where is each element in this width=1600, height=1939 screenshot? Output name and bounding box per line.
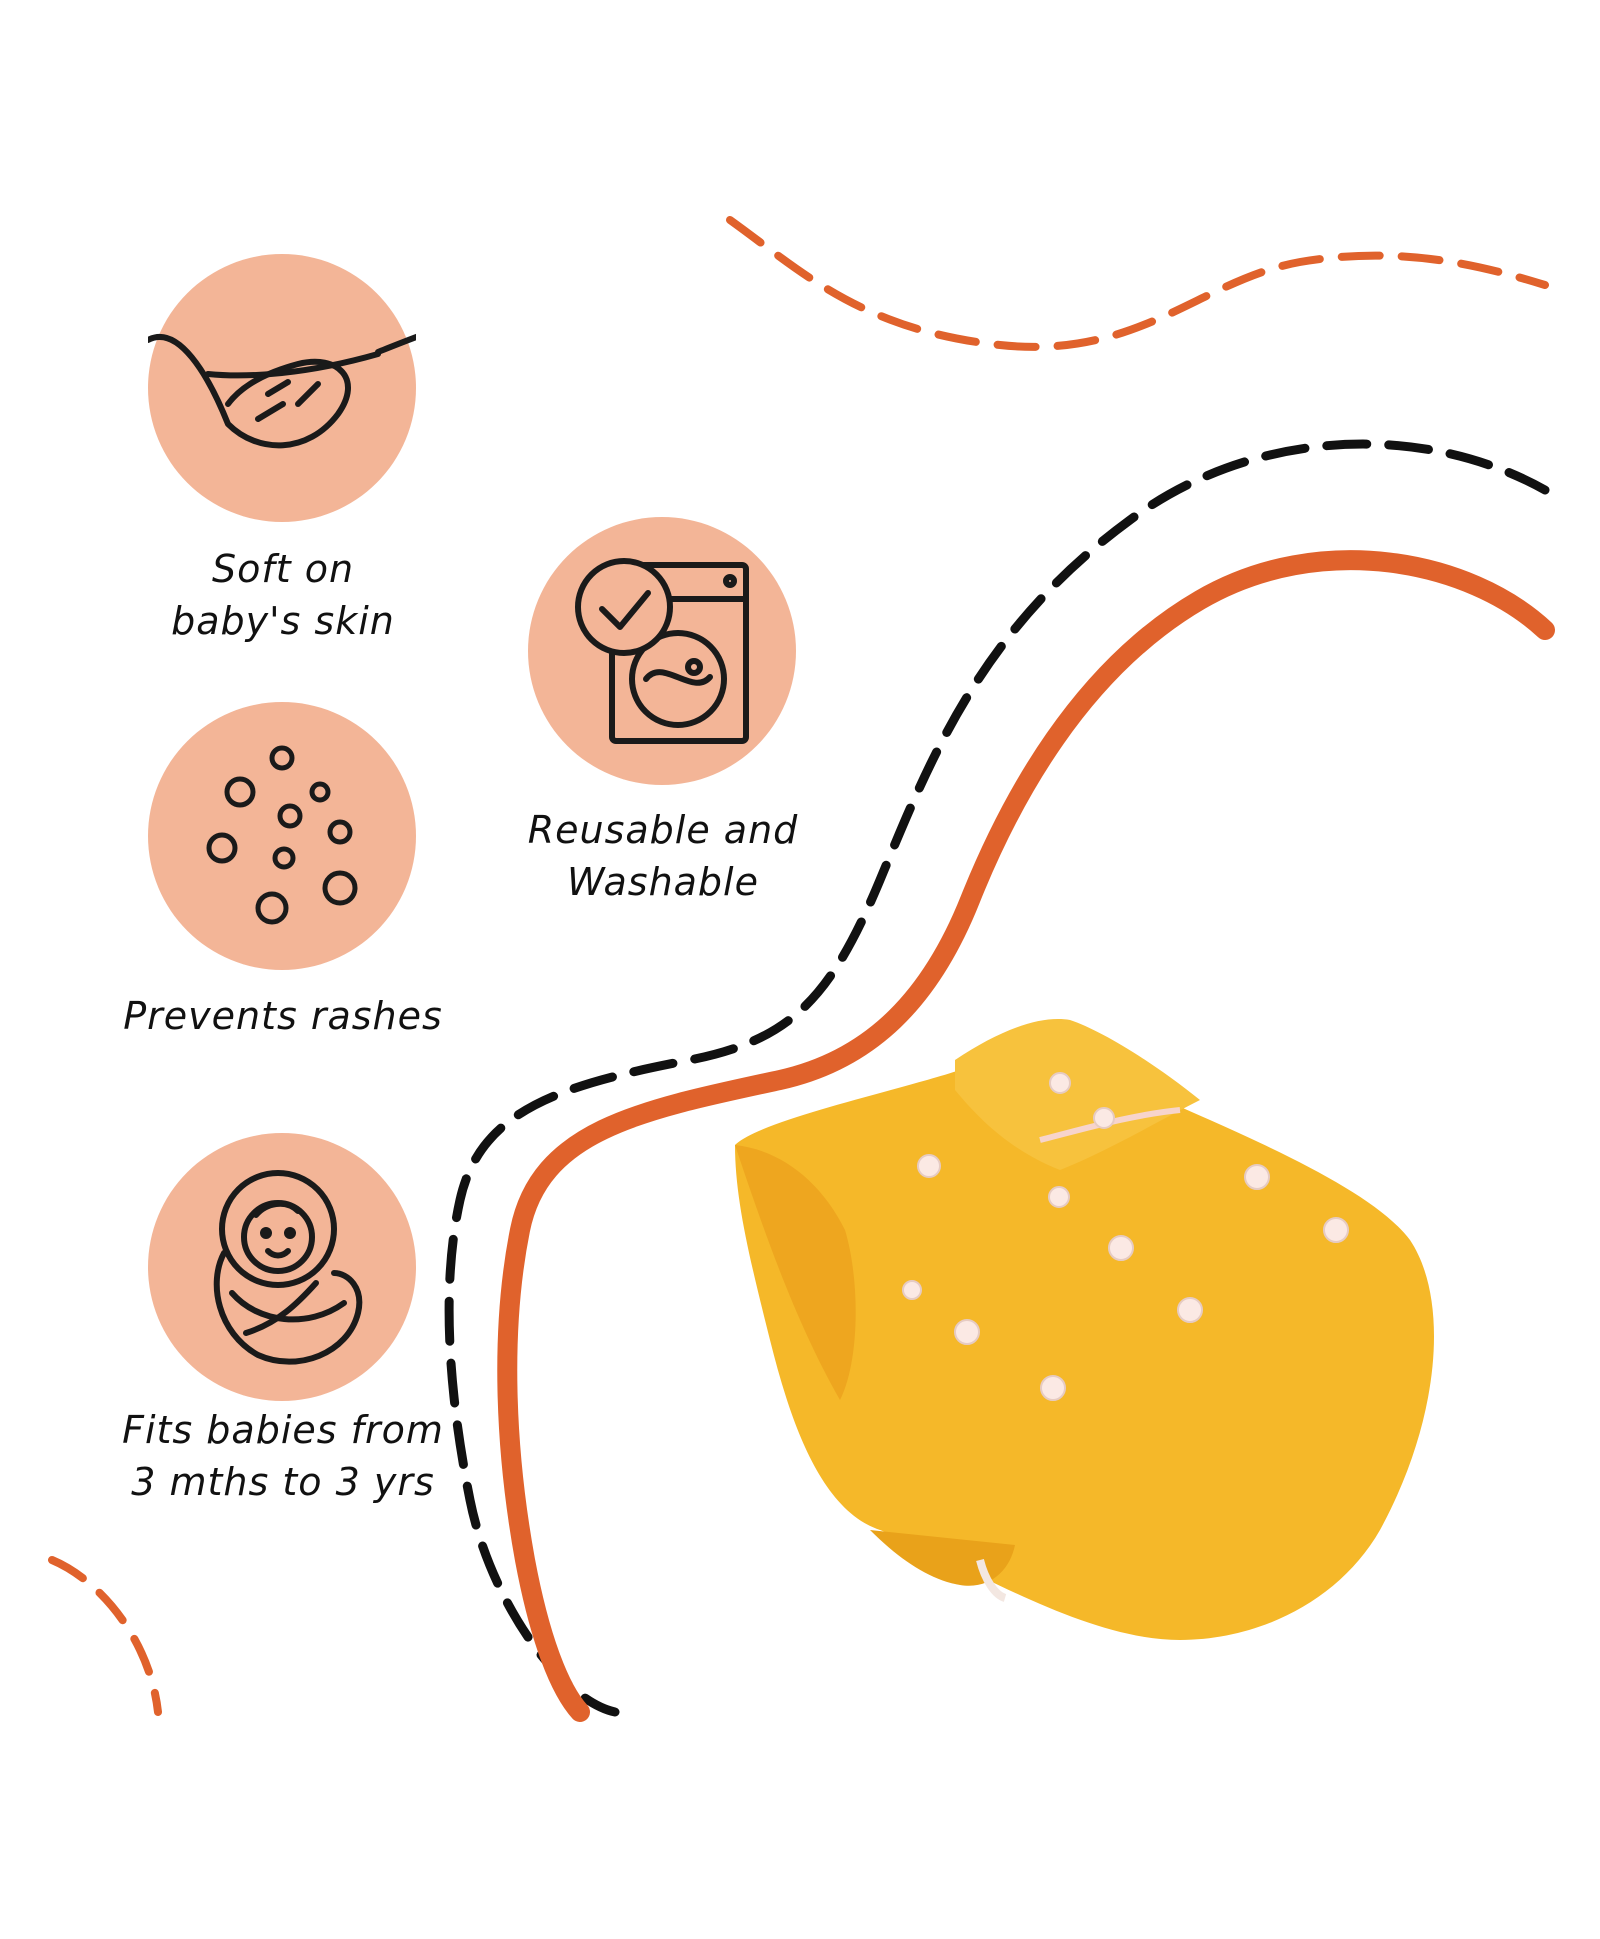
feather-icon	[148, 254, 416, 522]
feature-caption-soft: Soft on baby's skin	[73, 543, 493, 647]
washing-machine-icon	[528, 517, 796, 785]
caption-line: Soft on	[211, 547, 355, 591]
caption-line: Fits babies from	[122, 1408, 444, 1452]
feature-caption-fits: Fits babies from 3 mths to 3 yrs	[73, 1404, 493, 1508]
feature-caption-rashes: Prevents rashes	[73, 990, 493, 1042]
swaddled-baby-icon	[148, 1133, 416, 1401]
caption-line: 3 mths to 3 yrs	[131, 1460, 435, 1504]
caption-line: baby's skin	[171, 599, 395, 643]
caption-line: Prevents rashes	[123, 994, 443, 1038]
caption-line: Reusable and	[527, 808, 799, 852]
feature-caption-reusable: Reusable and Washable	[453, 804, 873, 908]
dots-icon	[148, 702, 416, 970]
caption-line: Washable	[566, 860, 759, 904]
